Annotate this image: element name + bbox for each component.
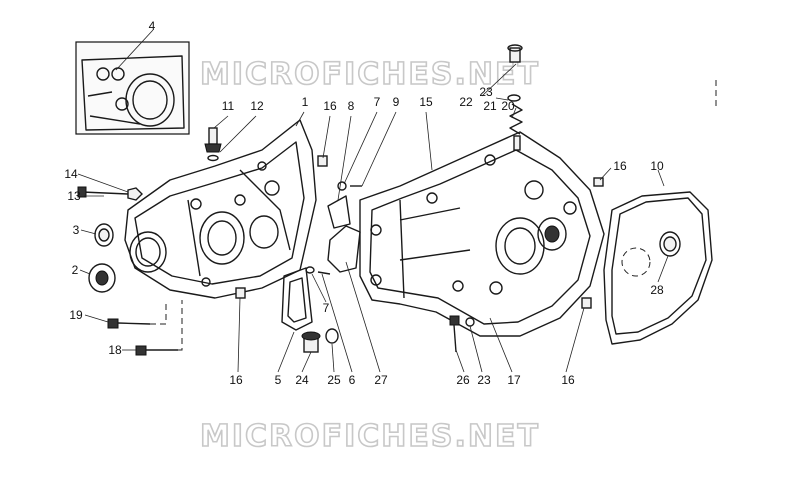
- leader-lines: [77, 29, 717, 373]
- gasket-10-inner: [611, 197, 707, 335]
- watermark-top: MICROFICHES.NET: [200, 57, 540, 92]
- callout-11: 11: [222, 99, 235, 113]
- callout-8: 8: [348, 99, 355, 113]
- callout-12: 12: [250, 99, 264, 113]
- callout-17: 17: [507, 373, 521, 387]
- washer-23-part: [507, 94, 521, 102]
- pin-20-part: [513, 135, 521, 151]
- bolt-18-part: [135, 345, 178, 356]
- washer-25-part: [325, 328, 339, 344]
- callout-16-bottom-right: 16: [561, 373, 575, 387]
- callout-21: 21: [483, 99, 497, 113]
- hidden-seat-outline: [621, 247, 651, 277]
- callout-labels: 4 11 12 1 16 8 7 9 15 14 13 3 2 19 18 22…: [64, 19, 664, 387]
- seal-28-part: [659, 231, 681, 257]
- callout-16-top-left: 16: [323, 99, 337, 113]
- callout-20: 20: [501, 99, 515, 113]
- spring-21-part: [509, 103, 523, 135]
- dowel-16-b: [235, 287, 246, 299]
- dowel-16-d: [581, 297, 592, 309]
- main-housing-part: [359, 131, 605, 337]
- seal-3-part: [94, 223, 114, 247]
- screw-26-part: [449, 315, 460, 353]
- screw-6-part: [317, 271, 331, 275]
- callout-1: 1: [302, 95, 309, 109]
- callout-23-top: 23: [479, 85, 493, 99]
- callout-3: 3: [73, 223, 80, 237]
- callout-26: 26: [456, 373, 470, 387]
- callout-14: 14: [64, 167, 78, 181]
- callout-4: 4: [149, 19, 156, 33]
- inset-detail-box: [75, 41, 190, 135]
- washer-7-part: [337, 181, 347, 191]
- washer-7b-part: [305, 266, 315, 274]
- gasket-27-part: [327, 225, 361, 273]
- callout-7-top: 7: [374, 95, 381, 109]
- callout-27: 27: [374, 373, 388, 387]
- dowel-16-c: [593, 177, 604, 187]
- washer-23b-part: [465, 317, 475, 327]
- callout-5: 5: [275, 373, 282, 387]
- callout-7-bottom: 7: [323, 301, 330, 315]
- oil-sensor-part: [204, 127, 222, 162]
- callout-13: 13: [67, 189, 81, 203]
- callout-6: 6: [349, 373, 356, 387]
- callout-22: 22: [459, 95, 473, 109]
- callout-23-bottom: 23: [477, 373, 491, 387]
- callout-18: 18: [108, 343, 122, 357]
- callout-25: 25: [327, 373, 341, 387]
- bolt-path-lines: [150, 300, 183, 351]
- bracket-8-part: [327, 195, 351, 229]
- gasket-10-part: [603, 191, 713, 345]
- callout-16-top-right: 16: [613, 159, 627, 173]
- drain-plug-24-part: [301, 331, 321, 353]
- callout-16-bottom-left: 16: [229, 373, 243, 387]
- callout-2: 2: [72, 263, 79, 277]
- dowel-16-a: [317, 155, 328, 167]
- watermark-bottom: MICROFICHES.NET: [200, 419, 540, 454]
- cover-plate-5-part: [281, 267, 313, 331]
- breather-22-part: [507, 44, 523, 63]
- bearing-2-part: [88, 263, 116, 293]
- callout-10: 10: [650, 159, 664, 173]
- callout-15: 15: [419, 95, 433, 109]
- bolt-13-part: [77, 186, 143, 201]
- callout-24: 24: [295, 373, 309, 387]
- callout-28: 28: [650, 283, 664, 297]
- left-housing-part: [124, 119, 317, 299]
- callout-19: 19: [69, 308, 83, 322]
- callout-9: 9: [393, 95, 400, 109]
- bolt-19-part: [107, 318, 151, 329]
